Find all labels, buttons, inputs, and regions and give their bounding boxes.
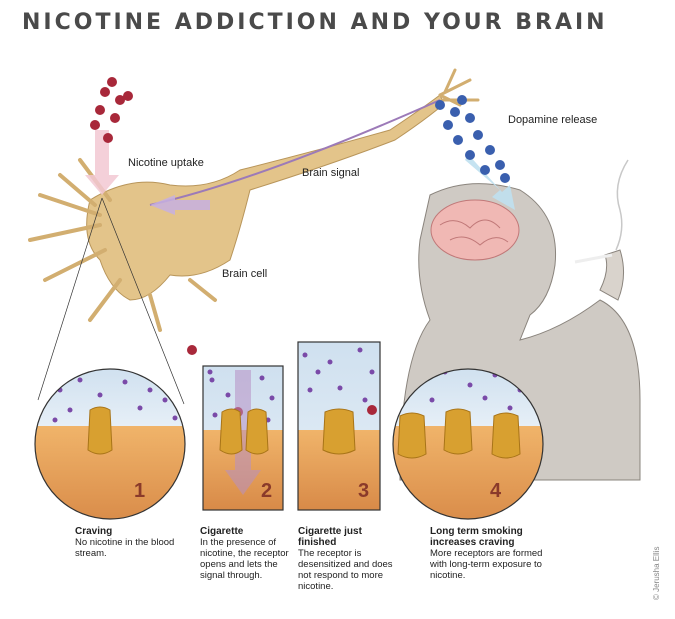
nicotine-dot [172,415,178,421]
nicotine-molecule [107,77,117,87]
nicotine-dot [225,392,231,398]
nicotine-molecule [90,120,100,130]
panel-1-number: 1 [134,480,146,502]
nicotine-dot [302,352,308,358]
panel-1-craving [34,368,186,520]
label-brain-cell: Brain cell [222,268,268,280]
panel-2-number: 2 [261,480,273,502]
nicotine-dot [137,405,143,411]
nicotine-dot [207,369,213,375]
dopamine-molecule [480,165,490,175]
nicotine-dot [482,395,488,401]
panel-3-number: 3 [358,480,370,502]
nicotine-molecule [123,91,133,101]
dopamine-molecules [435,95,510,183]
dopamine-molecule [435,100,445,110]
nicotine-dot [147,387,153,393]
panel-4-number: 4 [490,480,502,502]
nicotine-dot [162,397,168,403]
nicotine-molecule [100,87,110,97]
dopamine-molecule [453,135,463,145]
caption-3: Cigarette just finished The receptor is … [298,526,394,592]
nicotine-molecule [110,113,120,123]
dopamine-molecule [450,107,460,117]
nicotine-uptake-arrow [85,130,119,195]
nicotine-dot [97,392,103,398]
caption-3-heading: Cigarette just finished [298,526,362,548]
label-brain-signal: Brain signal [302,167,360,179]
nicotine-dot [122,379,128,385]
nicotine-molecule [367,405,377,415]
nicotine-dot [209,377,215,383]
nicotine-dot [269,395,275,401]
caption-3-text: The receptor is desensitized and does no… [298,548,393,592]
dopamine-release-arrow [465,154,515,210]
caption-4: Long term smoking increases craving More… [430,526,558,581]
panel-2-cigarette [187,345,284,511]
label-nicotine-uptake: Nicotine uptake [128,157,204,169]
nicotine-dot [259,375,265,381]
nicotine-molecule [115,95,125,105]
nicotine-molecule [95,105,105,115]
caption-4-heading: Long term smoking increases craving [430,526,523,548]
nicotine-dot [327,359,333,365]
nicotine-dot [52,417,58,423]
nicotine-dot [337,385,343,391]
dopamine-molecule [485,145,495,155]
caption-2-text: In the presence of nicotine, the recepto… [200,537,289,581]
caption-1-heading: Craving [75,526,113,537]
nicotine-dot [212,412,218,418]
nicotine-dot [507,405,513,411]
brain-signal-arrow [150,195,210,215]
dopamine-molecule [500,173,510,183]
nicotine-molecules [90,77,133,143]
nicotine-dot [467,382,473,388]
caption-1: Craving No nicotine in the blood stream. [75,526,175,559]
nicotine-dot [315,369,321,375]
label-dopamine-release: Dopamine release [508,114,598,126]
brain [430,199,520,261]
caption-4-text: More receptors are formed with long-term… [430,548,543,581]
dopamine-molecule [443,120,453,130]
nicotine-molecule [103,133,113,143]
zoom-lines [37,197,185,405]
brain-cell-neuron [28,68,480,332]
page-title: NICOTINE ADDICTION AND YOUR BRAIN [22,10,608,35]
nicotine-dot [67,407,73,413]
dopamine-molecule [457,95,467,105]
credit: © Jerusha Ellis [652,546,661,600]
nicotine-dot [429,397,435,403]
nicotine-dot [77,377,83,383]
dopamine-molecule [495,160,505,170]
caption-2-heading: Cigarette [200,526,244,537]
panel-3-cigarette-finished [297,341,381,511]
dopamine-molecule [465,150,475,160]
caption-1-text: No nicotine in the blood stream. [75,537,175,559]
dopamine-molecule [473,130,483,140]
dopamine-molecule [465,113,475,123]
caption-2: Cigarette In the presence of nicotine, t… [200,526,298,581]
nicotine-dot [307,387,313,393]
nicotine-dot [362,397,368,403]
nicotine-molecule [187,345,197,355]
nicotine-dot [369,369,375,375]
nicotine-dot [357,347,363,353]
